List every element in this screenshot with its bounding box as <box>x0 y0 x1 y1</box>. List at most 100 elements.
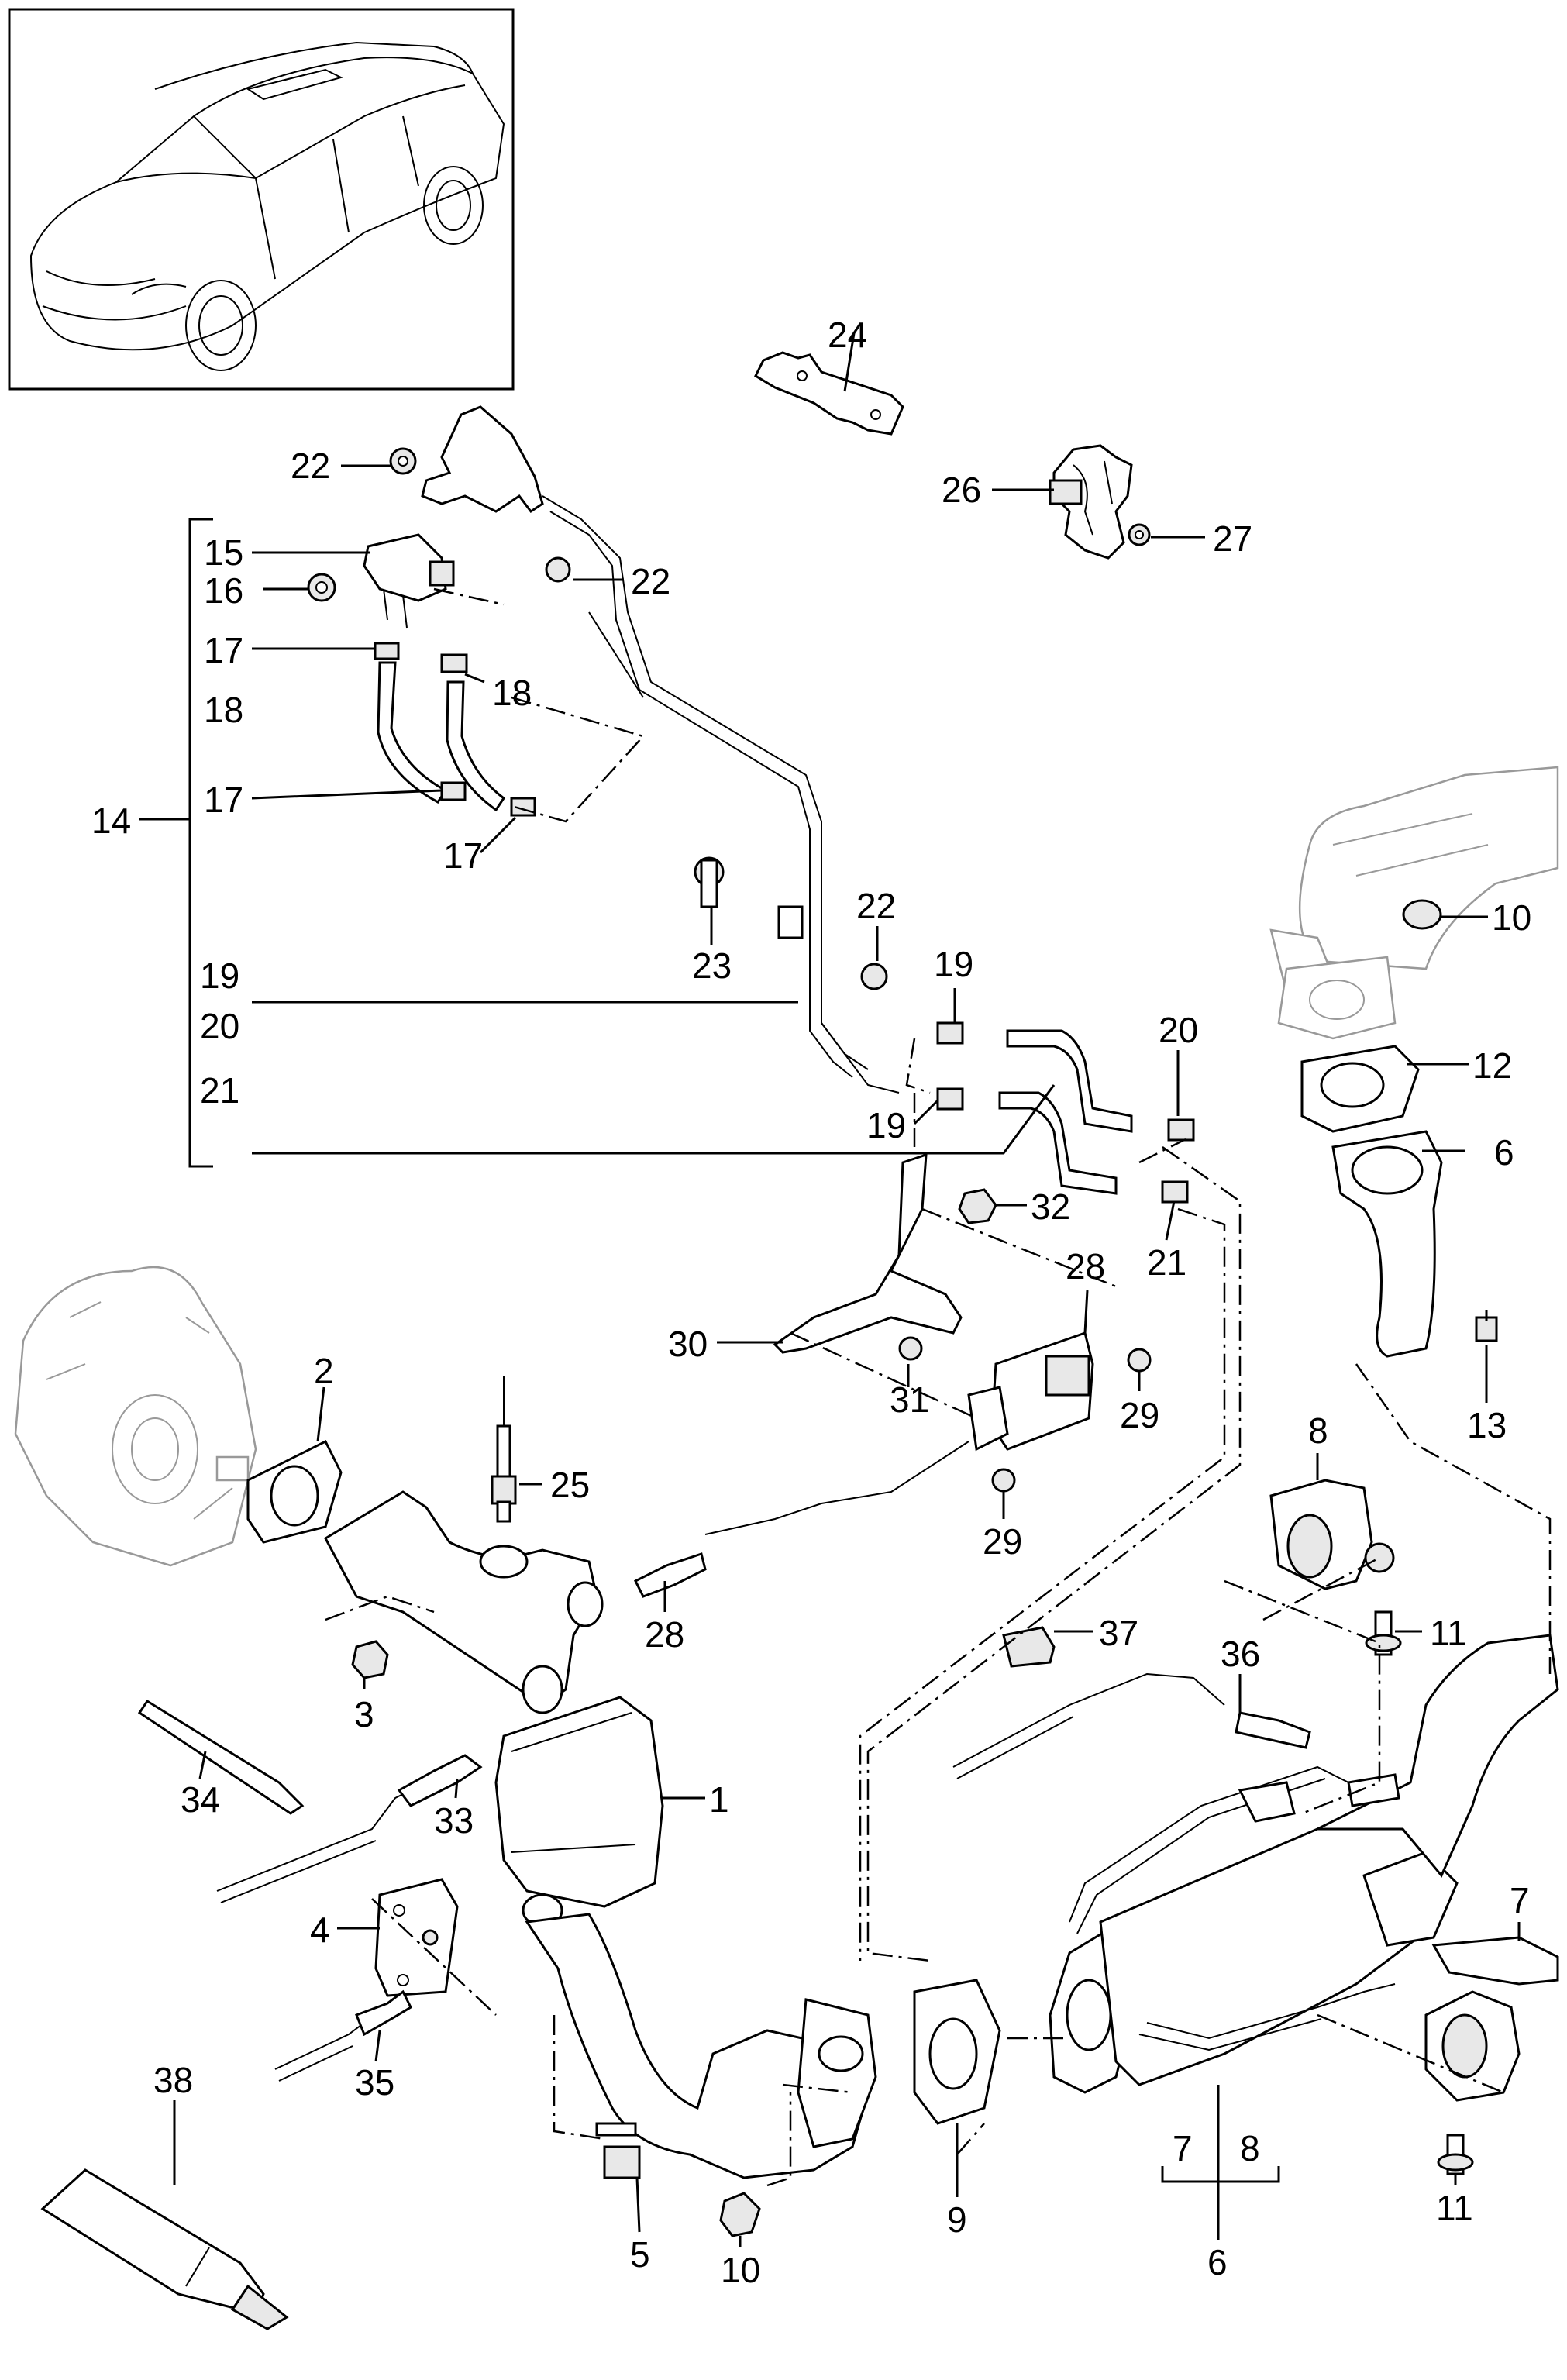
part-2-gasket <box>246 1439 343 1544</box>
part-31-bolt <box>898 1336 923 1361</box>
callout-21-a: 21 <box>200 1070 239 1111</box>
callout-15: 15 <box>204 532 243 573</box>
part-3-nut <box>351 1640 389 1679</box>
callout-18-a: 18 <box>204 690 243 730</box>
pipe-assembly-19-20-21 <box>542 495 900 1094</box>
callout-32: 32 <box>1031 1187 1070 1227</box>
part-15-pressure-sensor <box>363 533 455 629</box>
callout-17-c: 17 <box>443 835 483 876</box>
callout-13: 13 <box>1467 1405 1507 1445</box>
part-9-gasket <box>913 1979 1001 2125</box>
callout-3: 3 <box>354 1694 374 1734</box>
part-8-rubber-mount <box>1269 1479 1395 1590</box>
part-29-nuts <box>991 1348 1152 1493</box>
part-10-nut-upper <box>1402 899 1442 930</box>
callout-18-b: 18 <box>492 673 532 713</box>
callout-22-right: 22 <box>631 561 670 601</box>
callout-17-b: 17 <box>204 780 243 820</box>
part-35-sensor <box>274 1989 412 2082</box>
part-27-nut <box>1128 523 1151 546</box>
callout-1: 1 <box>709 1779 729 1820</box>
part-28-sensor <box>633 1441 969 1598</box>
callout-8-bottom: 8 <box>1240 2128 1260 2168</box>
part-32-nut <box>958 1188 997 1224</box>
callout-26: 26 <box>942 470 981 510</box>
callout-19-lower: 19 <box>866 1105 906 1145</box>
callout-4: 4 <box>310 1910 330 1950</box>
part-28-control-unit <box>967 1331 1094 1452</box>
callout-12: 12 <box>1472 1045 1512 1086</box>
callout-22-top: 22 <box>291 446 330 486</box>
callout-25: 25 <box>550 1465 590 1505</box>
callout-7-bottom: 7 <box>1173 2128 1193 2168</box>
part-30-mounting-bracket <box>773 1152 963 1354</box>
callout-11-lower: 11 <box>1436 2188 1473 2228</box>
callout-28-sensor: 28 <box>645 1614 684 1655</box>
callout-20-a: 20 <box>200 1006 239 1046</box>
callout-9: 9 <box>947 2199 967 2240</box>
callout-10-upper: 10 <box>1492 897 1531 938</box>
suv-illustration <box>29 41 505 371</box>
callout-2: 2 <box>314 1351 334 1391</box>
callout-29-right: 29 <box>1120 1395 1159 1435</box>
part-6-rear-silencer-assembly <box>1049 1634 1559 2094</box>
callout-33: 33 <box>434 1800 474 1841</box>
callout-7-right: 7 <box>1510 1880 1530 1920</box>
part-16-nut <box>307 573 336 602</box>
leader-lines <box>139 332 1521 2247</box>
hoses-17-18 <box>374 642 536 817</box>
callout-36: 36 <box>1221 1634 1260 1674</box>
callout-11-upper: 11 <box>1430 1613 1467 1653</box>
part-26-pipe-clamp <box>1049 444 1133 560</box>
part-1-catalytic-converter <box>324 1490 877 2179</box>
callout-21-right: 21 <box>1147 1242 1186 1283</box>
callout-20-right: 20 <box>1159 1010 1198 1050</box>
callout-23: 23 <box>692 945 732 986</box>
callout-19-upper: 19 <box>934 944 973 984</box>
part-22-mounting-bracket <box>389 405 888 990</box>
callout-31: 31 <box>890 1379 929 1420</box>
part-13-bolt <box>1475 1310 1498 1342</box>
callout-5: 5 <box>630 2234 650 2275</box>
callout-34: 34 <box>181 1779 220 1820</box>
callout-14: 14 <box>91 801 131 841</box>
callout-29-lower: 29 <box>983 1521 1022 1562</box>
part-6-front-pipe <box>1331 1130 1443 1358</box>
callout-19-a: 19 <box>200 956 239 996</box>
part-25-exhaust-temp-sensor <box>491 1376 517 1523</box>
part-7-hanger-bracket <box>1424 1936 1559 2102</box>
callout-16: 16 <box>204 570 243 611</box>
connection-lines <box>325 587 1552 2187</box>
turbocharger-ghost <box>14 1266 257 1567</box>
exhaust-inlet-ghost <box>1269 766 1559 1040</box>
part-24-heat-shield-plate <box>754 351 904 436</box>
callout-27: 27 <box>1213 518 1252 559</box>
callout-labels: 24 22 26 27 15 16 22 17 18 18 17 14 17 1… <box>91 315 1531 2290</box>
callout-24: 24 <box>828 315 867 355</box>
callout-6-upper: 6 <box>1494 1132 1514 1173</box>
vehicle-thumbnail <box>8 8 515 391</box>
callout-22-lower: 22 <box>856 886 896 926</box>
part-11-bolt-lower <box>1437 2134 1474 2175</box>
callout-17-a: 17 <box>204 630 243 670</box>
callout-30: 30 <box>668 1324 708 1364</box>
part-4-bracket <box>374 1878 459 1997</box>
part-11-bolt-upper <box>1365 1610 1402 1656</box>
part-36-sensor <box>952 1672 1311 1779</box>
part-38-sealant-tube <box>40 2168 289 2330</box>
part-34-cable-tie <box>137 1699 305 1815</box>
part-10-nut-lower <box>719 2192 761 2237</box>
callout-37: 37 <box>1099 1613 1138 1653</box>
callout-38: 38 <box>153 2060 193 2100</box>
part-33-sensor <box>216 1754 483 1903</box>
callout-10-lower: 10 <box>721 2250 760 2290</box>
part-37-clip <box>1002 1626 1056 1668</box>
hoses-lower <box>936 1021 1195 1204</box>
part-5-bolt <box>595 2122 641 2179</box>
callout-28-ecu: 28 <box>1066 1246 1105 1286</box>
callout-6-bottom: 6 <box>1207 2242 1228 2282</box>
callout-35: 35 <box>355 2062 394 2103</box>
callout-8: 8 <box>1308 1410 1328 1451</box>
part-12-gasket <box>1300 1045 1420 1133</box>
